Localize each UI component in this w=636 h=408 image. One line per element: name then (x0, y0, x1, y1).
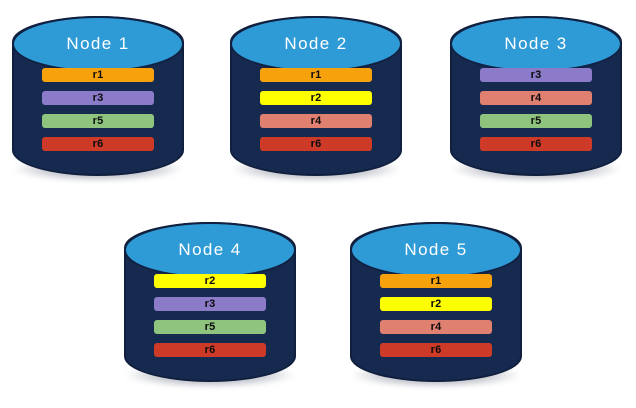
replica-bar[interactable]: r3 (480, 68, 592, 82)
replica-bar[interactable]: r3 (42, 91, 154, 105)
replica-bar[interactable]: r6 (260, 137, 372, 151)
replica-bar[interactable]: r1 (260, 68, 372, 82)
node-label: Node 1 (66, 34, 130, 53)
replica-bar[interactable]: r2 (260, 91, 372, 105)
replica-bar[interactable]: r6 (380, 343, 492, 357)
node-label: Node 4 (178, 240, 242, 259)
replica-bar[interactable]: r6 (480, 137, 592, 151)
replica-list: r1 r3 r5 r6 (42, 68, 154, 151)
replica-bar[interactable]: r3 (154, 297, 266, 311)
cylinder-top-disc (350, 222, 522, 278)
replica-bar[interactable]: r6 (42, 137, 154, 151)
replica-bar[interactable]: r4 (480, 91, 592, 105)
replica-bar[interactable]: r4 (380, 320, 492, 334)
replica-list: r2 r3 r5 r6 (154, 274, 266, 357)
node-cylinder[interactable]: Node 1 r1 r3 r5 r6 (8, 8, 188, 184)
node-label: Node 2 (284, 34, 348, 53)
replica-bar[interactable]: r5 (480, 114, 592, 128)
node-cylinder[interactable]: Node 3 r3 r4 r5 r6 (446, 8, 626, 184)
replica-bar[interactable]: r2 (154, 274, 266, 288)
replica-list: r1 r2 r4 r6 (380, 274, 492, 357)
node-cylinder[interactable]: Node 2 r1 r2 r4 r6 (226, 8, 406, 184)
cylinder-top-disc (124, 222, 296, 278)
replica-bar[interactable]: r4 (260, 114, 372, 128)
node-label: Node 5 (404, 240, 468, 259)
replica-list: r3 r4 r5 r6 (480, 68, 592, 151)
replica-bar[interactable]: r1 (42, 68, 154, 82)
replica-bar[interactable]: r5 (42, 114, 154, 128)
replica-bar[interactable]: r5 (154, 320, 266, 334)
replica-bar[interactable]: r6 (154, 343, 266, 357)
replica-list: r1 r2 r4 r6 (260, 68, 372, 151)
replica-bar[interactable]: r1 (380, 274, 492, 288)
node-cylinder[interactable]: Node 5 r1 r2 r4 r6 (346, 214, 526, 390)
node-label: Node 3 (504, 34, 568, 53)
replica-bar[interactable]: r2 (380, 297, 492, 311)
node-cylinder[interactable]: Node 4 r2 r3 r5 r6 (120, 214, 300, 390)
